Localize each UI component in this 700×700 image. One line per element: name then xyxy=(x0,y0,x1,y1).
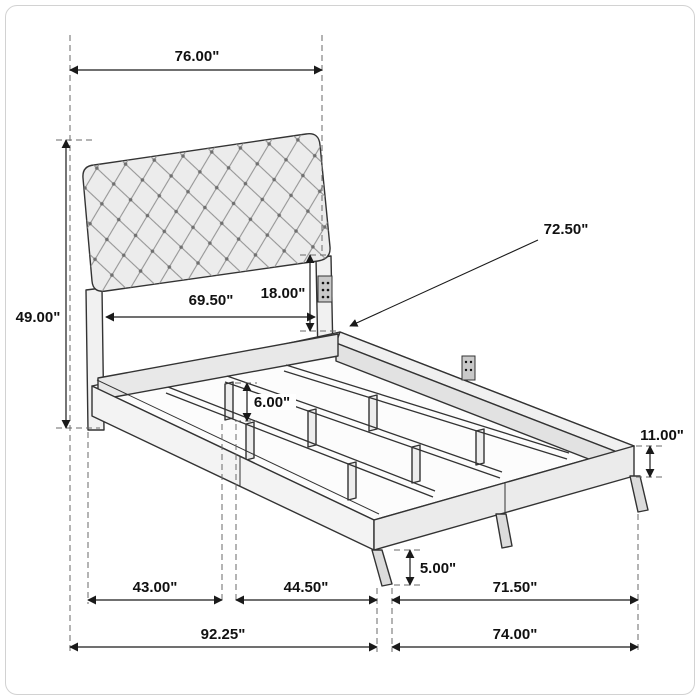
dim-foot-leg-height-label: 5.00" xyxy=(420,560,456,577)
dim-overall-length: 92.25" xyxy=(69,626,378,652)
dim-headboard-drop-label: 18.00" xyxy=(261,285,306,302)
foot-far-leg xyxy=(629,475,649,513)
foot-center-leg xyxy=(495,513,513,549)
slat-leg xyxy=(347,461,357,501)
dim-headboard-inner-width: 69.50" xyxy=(105,292,316,322)
extension-lines xyxy=(56,35,662,652)
dim-side-rail-height-label: 11.00" xyxy=(640,427,684,444)
dim-headboard-drop: 18.00" xyxy=(261,254,315,332)
dim-overall-length-label: 92.25" xyxy=(201,626,246,643)
slat-leg xyxy=(245,421,255,461)
slat-leg xyxy=(307,408,317,448)
slat-rails xyxy=(165,364,570,498)
dim-top-width: 76.00" xyxy=(69,48,323,75)
dim-top-width-label: 76.00" xyxy=(175,48,220,65)
foot-near-leg xyxy=(371,549,393,587)
slat-rail xyxy=(283,370,568,460)
slat-rail xyxy=(167,386,436,492)
slat-legs xyxy=(224,381,485,501)
rail-bracket xyxy=(461,355,476,381)
dim-slat-leg-height: 6.00" xyxy=(242,382,296,422)
dim-rail-length: 72.50" xyxy=(349,221,589,327)
dim-floor-seg-left: 43.00" xyxy=(87,579,223,605)
dim-rail-length-label: 72.50" xyxy=(544,221,589,238)
headboard-tufting-pattern xyxy=(82,133,331,292)
dim-side-rail-height: 11.00" xyxy=(640,427,684,478)
dim-headboard-inner-width-label: 69.50" xyxy=(189,292,234,309)
dim-overall-width-label: 74.00" xyxy=(493,626,538,643)
label-background xyxy=(248,394,296,410)
dim-floor-seg-left-label: 43.00" xyxy=(133,579,178,596)
slat-leg xyxy=(411,444,421,484)
dim-headboard-height: 49.00" xyxy=(16,139,71,429)
slat-leg xyxy=(224,381,234,421)
slat-rail xyxy=(226,375,503,473)
bed-frame-illustration xyxy=(82,133,649,587)
dim-floor-seg-mid: 44.50" xyxy=(235,579,378,605)
near-rail-top-edge xyxy=(96,379,380,515)
slat-rail xyxy=(165,392,434,498)
dim-floor-seg-right-label: 71.50" xyxy=(493,579,538,596)
dim-floor-seg-right: 71.50" xyxy=(391,579,639,605)
dim-floor-seg-mid-label: 44.50" xyxy=(284,579,329,596)
slat-rail xyxy=(285,364,570,454)
dim-headboard-height-label: 49.00" xyxy=(16,309,61,326)
slat-leg xyxy=(475,428,485,466)
dim-slat-leg-height-label: 6.00" xyxy=(254,394,290,411)
dim-foot-leg-height: 5.00" xyxy=(405,549,456,586)
headboard-bracket xyxy=(317,275,333,303)
dim-overall-width: 74.00" xyxy=(391,626,639,652)
